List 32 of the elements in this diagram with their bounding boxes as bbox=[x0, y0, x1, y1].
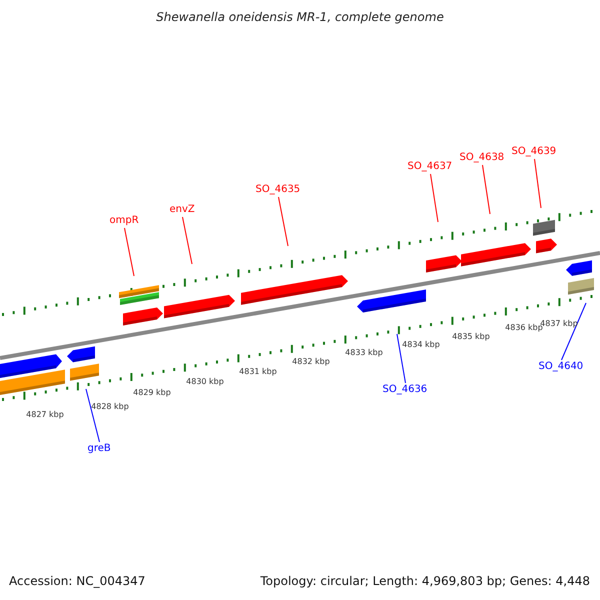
leader-line bbox=[534, 158, 542, 208]
coordinate-label: 4837 kbp bbox=[540, 319, 578, 328]
coordinate-label: 4835 kbp bbox=[452, 332, 490, 342]
gene-name: greB bbox=[88, 443, 111, 455]
genome-title: Shewanella oneidensis MR-1, complete genome bbox=[155, 10, 445, 24]
coordinate-label: 4836 kbp bbox=[505, 323, 543, 333]
gene-name: SO_4636 bbox=[382, 384, 428, 396]
leader-line bbox=[86, 388, 100, 442]
leader-line bbox=[124, 228, 134, 276]
coordinate-label: 4831 kbp bbox=[239, 367, 277, 377]
leader-line bbox=[182, 216, 192, 264]
leader-line bbox=[430, 174, 438, 222]
gene-name: SO_4638 bbox=[460, 152, 504, 164]
gene-name: SO_4640 bbox=[538, 361, 584, 373]
leader-line bbox=[278, 196, 288, 246]
gene-name: ompR bbox=[110, 215, 139, 227]
coordinate-label: 4830 kbp bbox=[186, 377, 224, 387]
coordinate-label: 4829 kbp bbox=[133, 388, 171, 398]
coordinate-label: 4828 kbp bbox=[91, 402, 129, 412]
leader-line bbox=[396, 334, 406, 384]
accession-note: Accession: NC_004347 bbox=[9, 574, 146, 588]
gene-name: SO_4635 bbox=[256, 184, 300, 196]
gene-name: envZ bbox=[170, 204, 195, 216]
coordinate-label: 4833 kbp bbox=[345, 348, 383, 358]
gene-name: SO_4637 bbox=[408, 161, 452, 173]
coordinate-label: 4827 kbp bbox=[26, 410, 64, 420]
gene-name: SO_4639 bbox=[512, 146, 556, 158]
coordinate-label: 4832 kbp bbox=[292, 357, 330, 367]
genome-summary: Topology: circular; Length: 4,969,803 bp; Genes: 4,448 bbox=[260, 574, 590, 588]
leader-line bbox=[561, 302, 586, 360]
coordinate-label: 4834 kbp bbox=[402, 340, 440, 350]
leader-line bbox=[482, 164, 490, 214]
